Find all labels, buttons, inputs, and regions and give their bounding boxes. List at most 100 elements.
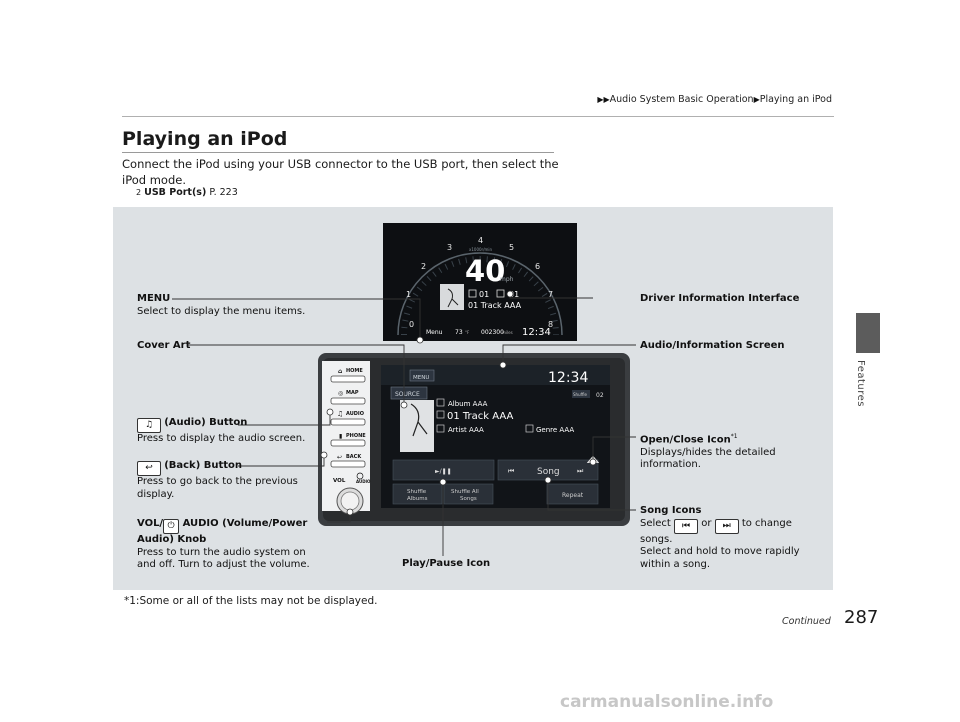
back-arrow-icon: ↩ [137,461,161,476]
reference-page: P. 223 [209,187,238,198]
svg-text:↩: ↩ [337,454,342,461]
cluster-temp-unit: °F [465,330,470,335]
speed-value: 40 [465,254,505,288]
svg-text:Songs: Songs [460,496,477,502]
page-title: Playing an iPod [122,128,288,150]
mode-text: Shuffle [573,392,587,397]
reference-link[interactable]: 2 USB Port(s) P. 223 [136,187,238,198]
svg-text:⌂: ⌂ [338,368,342,375]
callout-audio-button: ♫ (Audio) Button Press to display the au… [137,417,306,444]
power-icon [356,472,364,480]
svg-text:MAP: MAP [346,390,359,396]
callout-open-close: Open/Close Icon*1 Displays/hides the det… [640,433,776,471]
callout-audio-screen: Audio/Information Screen [640,340,785,351]
next-track-icon: ⏭ [577,467,584,475]
title-rule [122,152,554,153]
source-button[interactable] [390,386,428,400]
skip-back-icon: ⏮ [674,518,699,534]
source-text: SOURCE [395,391,420,398]
rpm-label: x1000r/min [469,247,493,252]
track-text: 01 Track AAA [447,411,513,422]
tach-4: 4 [478,236,483,245]
breadcrumb-section: Audio System Basic Operation [609,94,754,105]
tach-3: 3 [447,243,452,252]
shuffle-all-button[interactable]: Shuffle All Songs [443,483,494,505]
screen-clock: 12:34 [548,370,588,386]
svg-text:Shuffle: Shuffle [407,489,427,495]
page-number: 287 [844,607,879,628]
footnote: *1:Some or all of the lists may not be d… [124,595,378,607]
genre-text: Genre AAA [536,426,574,434]
cluster-odo-unit: miles [502,330,513,335]
instrument-cluster: 0 1 2 3 4 5 6 7 8 x1000r/min 40 mph 01 0… [383,223,577,341]
callout-driver-info: Driver Information Interface [640,293,800,304]
svg-text:◎: ◎ [338,390,343,397]
svg-text:AUDIO: AUDIO [346,411,364,417]
audio-button[interactable]: ♫ AUDIO [330,410,366,426]
shuffle-albums-button[interactable]: Shuffle Albums [392,483,443,505]
tach-1: 1 [406,290,411,299]
continued-label: Continued [782,616,831,627]
callout-play-pause: Play/Pause Icon [402,558,491,569]
speed-unit: mph [500,276,514,283]
prev-track-icon: ⏮ [508,467,514,475]
track-num: 02 [596,392,604,399]
play-pause-control[interactable]: ►/❚❚ [392,459,495,481]
svg-text:BACK: BACK [346,454,362,460]
note-icon [496,289,505,298]
song-control[interactable]: ⏮ Song ⏭ [497,459,599,481]
callout-dots [320,290,597,516]
cluster-odo: 002300 [481,329,504,336]
map-button[interactable]: ◎ MAP [330,390,366,405]
svg-text:►/❚❚: ►/❚❚ [435,468,452,475]
header-rule [122,116,834,117]
breadcrumb: ▶▶Audio System Basic Operation▶Playing a… [597,94,832,105]
phone-button[interactable]: ▮ PHONE [330,433,366,447]
side-tab-marker [856,313,880,353]
song-text: Song [537,467,560,477]
tach-7: 7 [548,290,553,299]
svg-text:HOME: HOME [346,368,363,374]
home-button[interactable]: ⌂ HOME [330,368,366,383]
tach-5: 5 [509,243,514,252]
music-note-icon: ♫ [137,418,161,433]
disc-icon [468,289,477,298]
cluster-disc: 01 [479,290,489,299]
svg-text:Repeat: Repeat [562,492,584,499]
tach-0: 0 [409,320,414,329]
artist-text: Artist AAA [448,426,484,434]
cluster-clock: 12:34 [522,327,551,338]
reference-label: USB Port(s) [144,187,207,198]
svg-text:Shuffle All: Shuffle All [451,489,479,495]
callout-song-icons: Song Icons Select ⏮ or ⏭ to change songs… [640,505,800,570]
screen-menu-button[interactable] [409,369,435,382]
cluster-temp: 73 [455,329,463,336]
tach-6: 6 [535,262,540,271]
intro-text: Connect the iPod using your USB connecto… [122,157,559,187]
skip-forward-icon: ⏭ [714,518,739,534]
vol-label: VOL [333,478,346,484]
tach-8: 8 [548,320,553,329]
callout-vol-knob: VOL/⏻ AUDIO (Volume/Power Audio) Knob Pr… [137,518,310,570]
cluster-track: 01 Track AAA [468,301,522,310]
back-button[interactable]: ↩ BACK [330,454,366,468]
watermark: carmanualsonline.info [560,692,774,712]
cluster-track-no: 01 [509,290,519,299]
callout-cover-art: Cover Art [137,340,191,351]
breadcrumb-page: Playing an iPod [759,94,832,105]
repeat-button[interactable]: Repeat [546,483,599,505]
volume-knob[interactable] [336,487,364,515]
head-unit: ⌂ HOME ◎ MAP ♫ AUDIO ▮ PHONE ↩ BACK VOL … [318,353,630,526]
mode-badge [572,390,590,398]
callout-back-button: ↩ (Back) Button Press to go back to the … [137,460,298,500]
power-icon: ⏻ [163,519,180,534]
svg-text:▮: ▮ [339,433,342,440]
svg-text:Albums: Albums [407,496,428,502]
screen-menu-text: MENU [413,375,429,381]
cluster-menu: Menu [426,329,443,336]
svg-text:♫: ♫ [337,410,343,418]
album-text: Album AAA [448,400,488,408]
audio-small-label: AUDIO [356,479,371,484]
